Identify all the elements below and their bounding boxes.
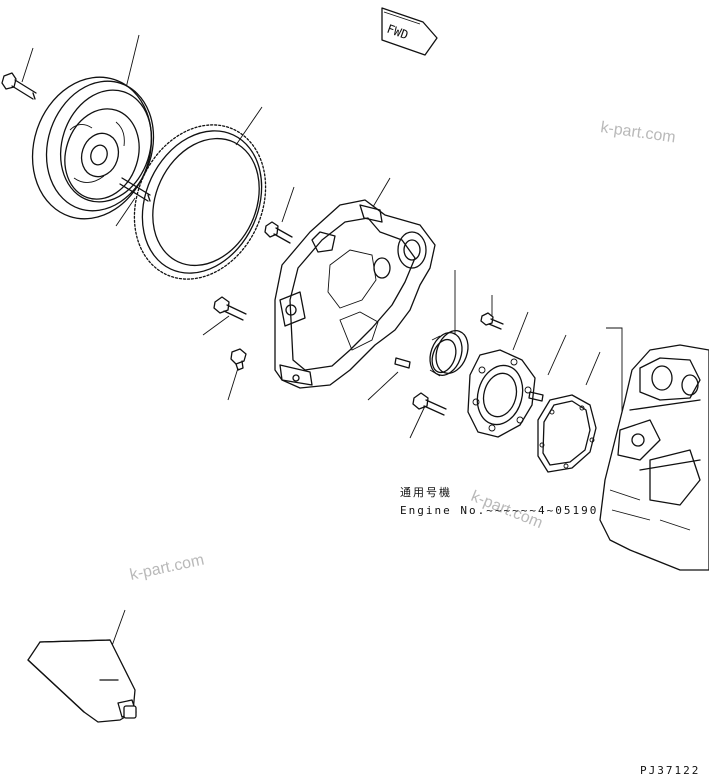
crankshaft-pulley [31,76,155,220]
fwd-label: FWD [385,22,410,43]
bolt-1 [1,72,37,100]
ring-gear [133,124,267,280]
drawing-id: PJ37122 [640,764,700,777]
applicability-engine-line: Engine No.~~~~~~4~05190 [400,504,598,517]
applicability-title: 通用号機 [400,485,452,499]
gasket [537,394,597,473]
dowel-pin [394,357,411,369]
bolt-5 [412,392,447,416]
seal-retainer [467,349,536,438]
pin-right [528,391,544,402]
bolt-3 [213,296,247,321]
watermark-1: k-part.com [599,119,676,146]
bolt-4 [480,312,504,330]
drain-plug [230,348,247,371]
sealant-tube [27,639,137,723]
oil-seal [429,330,469,377]
engine-block [599,344,709,571]
fwd-arrow: FWD [381,7,438,56]
flywheel-housing [274,199,436,389]
watermark-2: k-part.com [128,552,205,584]
bolt-2 [264,221,293,244]
